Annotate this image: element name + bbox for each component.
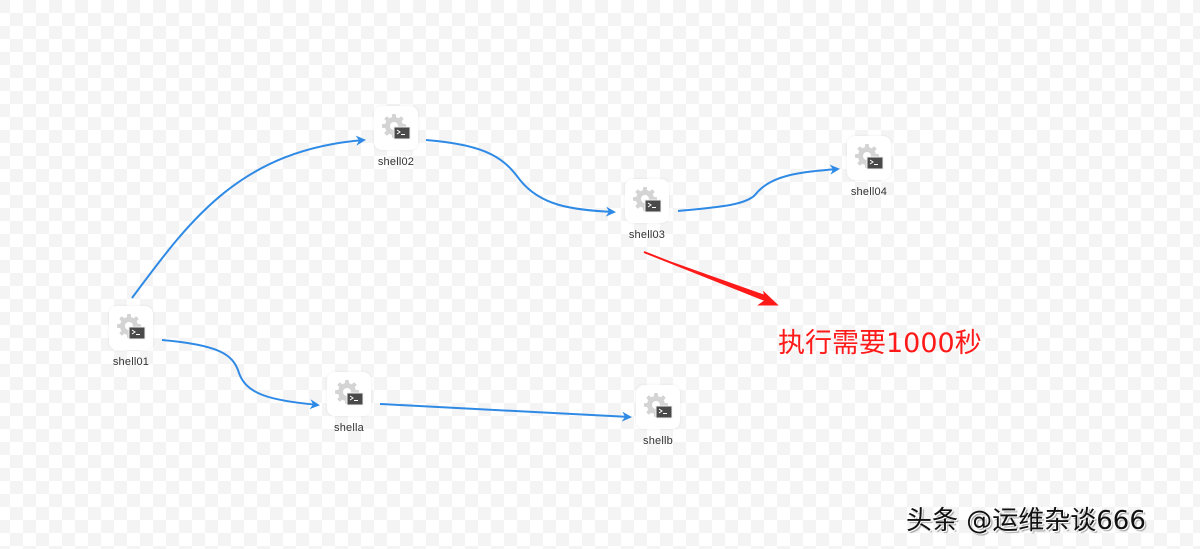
node-box[interactable]: [374, 106, 418, 150]
edge-shell01-shella[interactable]: [161, 339, 320, 410]
node-label: shell01: [112, 356, 150, 368]
shell-task-icon: [633, 187, 662, 213]
edge-shell02-shell03[interactable]: [425, 139, 616, 217]
shell-task-icon: [117, 314, 146, 340]
node-label: shella: [334, 422, 364, 434]
node-shell03[interactable]: shell03: [612, 179, 682, 241]
node-label: shell02: [377, 156, 415, 168]
shell-task-icon: [644, 393, 673, 419]
watermark: 头条 @运维杂谈666: [906, 506, 1146, 536]
shell-task-icon: [855, 144, 884, 170]
node-shella[interactable]: shella: [314, 372, 384, 434]
node-shell02[interactable]: shell02: [361, 106, 431, 168]
node-label: shell03: [628, 229, 666, 241]
duration-annotation: 执行需要1000秒: [778, 328, 982, 359]
shell-task-icon: [335, 380, 364, 406]
node-shell04[interactable]: shell04: [834, 136, 904, 198]
node-box[interactable]: [847, 136, 891, 180]
shell-task-icon: [382, 114, 411, 140]
edge-shell01-shell02[interactable]: [131, 135, 366, 299]
edge-shell03-shell04[interactable]: [677, 164, 840, 212]
node-shell01[interactable]: shell01: [96, 306, 166, 368]
node-box[interactable]: [636, 385, 680, 429]
node-label: shell04: [850, 186, 888, 198]
edge-shella-shellb[interactable]: [379, 403, 632, 422]
node-box[interactable]: [327, 372, 371, 416]
node-label: shellb: [643, 435, 673, 447]
node-shellb[interactable]: shellb: [623, 385, 693, 447]
node-box[interactable]: [625, 179, 669, 223]
node-box[interactable]: [109, 306, 153, 350]
